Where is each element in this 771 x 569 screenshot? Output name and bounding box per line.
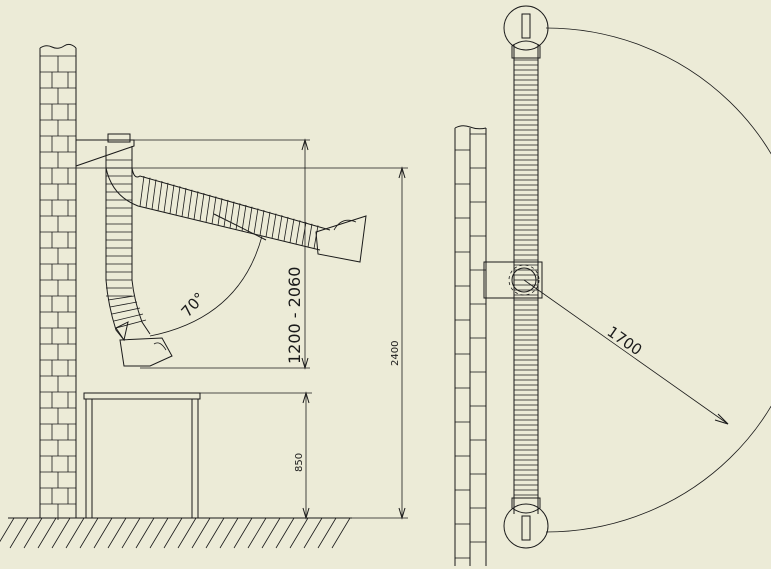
height-range-label: 1200 - 2060 (285, 267, 304, 364)
reach-label: 1700 (604, 323, 646, 360)
table-height-label: 850 (294, 453, 305, 472)
wall-bracket (75, 133, 135, 167)
hose-top-view (513, 44, 539, 514)
top-view: 1700 (454, 5, 771, 566)
reach-arc: 1700 (523, 27, 771, 533)
angle-indicator: 70° (149, 235, 263, 337)
wall-section (454, 125, 487, 566)
brick-wall (39, 43, 77, 520)
arm-hose-raised (105, 167, 367, 263)
arm-hose-lowered (105, 146, 173, 367)
floor-hatch (0, 517, 352, 549)
hood-top (503, 5, 549, 59)
side-view: 70° 1200 - 2060 2400 850 (0, 43, 408, 549)
total-height-label: 2400 (390, 341, 401, 366)
dimension-lines: 1200 - 2060 2400 850 (76, 138, 408, 520)
work-table (83, 392, 201, 518)
hood-bottom (503, 497, 549, 549)
